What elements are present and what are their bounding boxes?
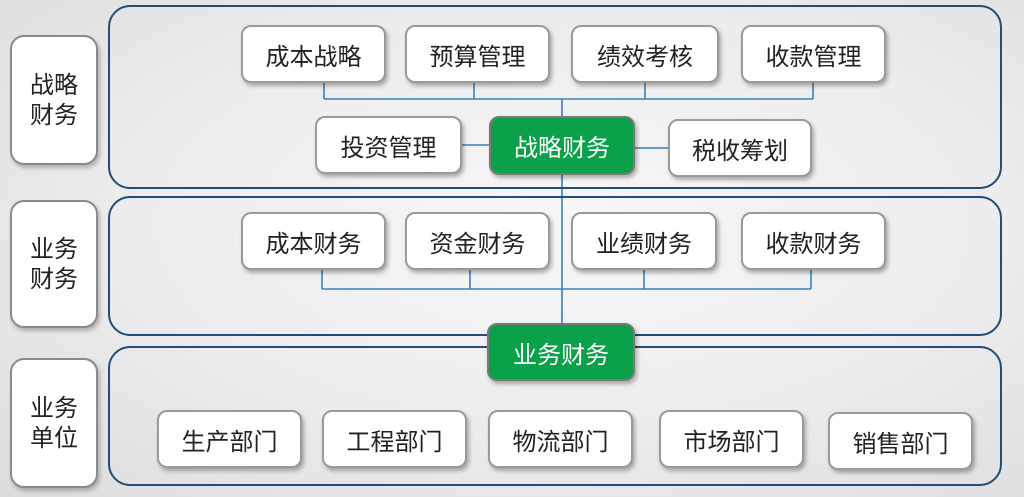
node-cost-strategy[interactable]: 成本战略 <box>241 25 386 83</box>
node-business-finance[interactable]: 业务财务 <box>487 323 635 381</box>
node-performance-assessment[interactable]: 绩效考核 <box>571 25 719 83</box>
node-marketing-dept[interactable]: 市场部门 <box>659 410 804 468</box>
node-collection-finance[interactable]: 收款财务 <box>741 212 886 270</box>
tier-label-strategic: 战略 财务 <box>10 35 98 165</box>
tier-label-units: 业务 单位 <box>10 358 98 488</box>
node-fund-finance[interactable]: 资金财务 <box>405 212 550 270</box>
node-production-dept[interactable]: 生产部门 <box>157 410 302 468</box>
node-logistics-dept[interactable]: 物流部门 <box>488 410 633 468</box>
node-strategic-finance[interactable]: 战略财务 <box>489 116 635 175</box>
node-investment-management[interactable]: 投资管理 <box>315 116 462 174</box>
node-tax-planning[interactable]: 税收筹划 <box>668 119 812 177</box>
node-performance-finance[interactable]: 业绩财务 <box>571 212 717 270</box>
panel-strategic <box>108 5 1002 189</box>
tier-label-business: 业务 财务 <box>10 200 98 328</box>
node-sales-dept[interactable]: 销售部门 <box>828 412 973 470</box>
node-collection-management[interactable]: 收款管理 <box>741 25 886 83</box>
node-budget-management[interactable]: 预算管理 <box>405 25 550 83</box>
node-engineering-dept[interactable]: 工程部门 <box>322 410 467 468</box>
node-cost-finance[interactable]: 成本财务 <box>241 212 386 270</box>
